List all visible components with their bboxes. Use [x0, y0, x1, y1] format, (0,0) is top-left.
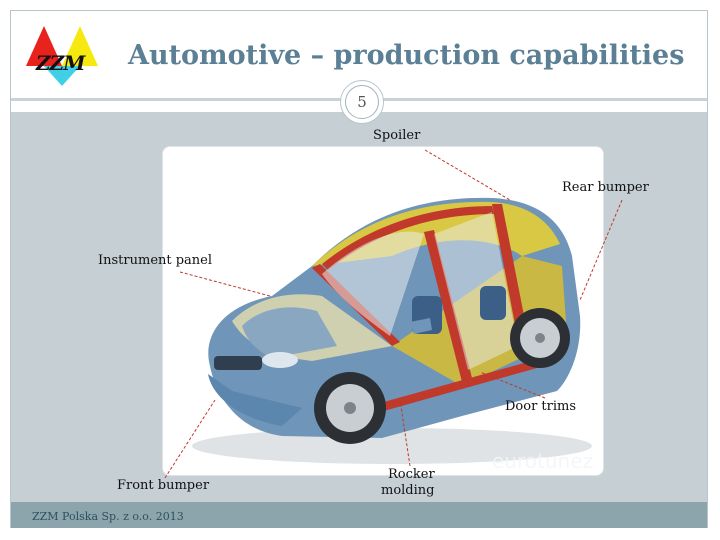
leader-spoiler — [425, 150, 510, 200]
callout-rocker-molding-line2: molding — [381, 483, 435, 498]
leader-instrument-panel — [180, 272, 270, 296]
leader-door-trims — [480, 372, 545, 398]
callout-instrument-panel: Instrument panel — [98, 253, 212, 268]
callout-door-trims: Door trims — [505, 399, 576, 414]
callout-spoiler: Spoiler — [373, 128, 420, 143]
footer-copyright: ZZM Polska Sp. z o.o. 2013 — [32, 510, 184, 523]
callout-rear-bumper: Rear bumper — [562, 180, 649, 195]
callout-front-bumper: Front bumper — [117, 478, 209, 493]
leader-rear-bumper — [580, 200, 622, 300]
leader-rocker-molding — [400, 400, 410, 466]
leader-front-bumper — [165, 400, 215, 478]
callout-rocker-molding-line1: Rocker — [388, 467, 435, 482]
